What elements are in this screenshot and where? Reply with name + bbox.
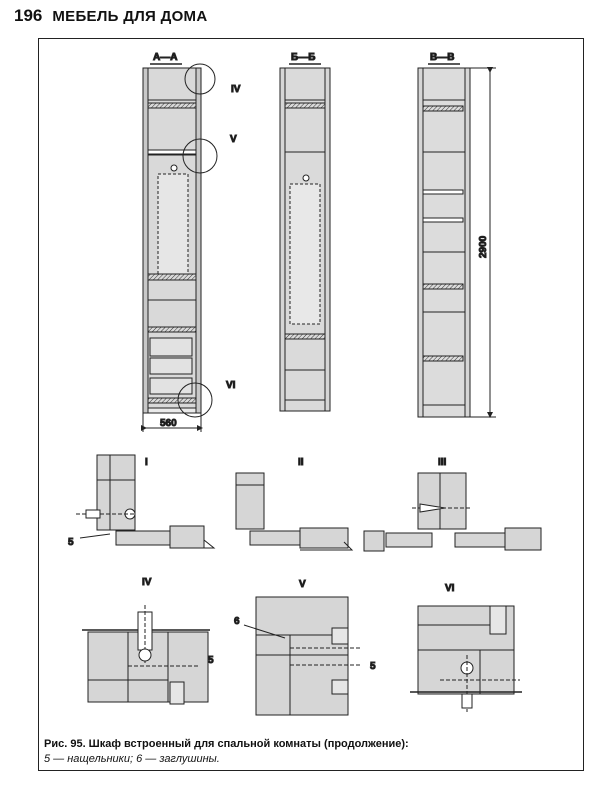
caption-legend: 5 — нащельники; 6 — заглушины. [44,753,220,765]
detail-title-v: V [299,579,306,590]
width-dimension-label: 560 [160,418,177,429]
height-dimension-label: 2900 [478,235,489,258]
detail-vi [410,605,522,712]
callout-6-detail-v: 6 [234,616,240,627]
detail-iv [82,605,210,705]
detail-title-ii: II [298,457,304,468]
section-label-vv: В—В [430,52,454,63]
detail-title-iv: IV [142,577,152,588]
detail-title-i: I [145,457,148,468]
detail-i [76,454,216,549]
page-header: 196 МЕБЕЛЬ ДЛЯ ДОМА [14,6,207,30]
figure-caption: Рис. 95. Шкаф встроенный для спальной ко… [44,737,574,767]
figure-frame [38,38,584,771]
section-aa [141,63,218,432]
callout-5-detail-iv: 5 [208,655,214,666]
caption-figure: Рис. 95. Шкаф встроенный для спальной ко… [44,738,321,750]
detail-marker-v: V [230,134,237,145]
detail-iii [363,472,542,552]
section-bb [279,63,331,412]
section-label-bb: Б—Б [291,52,315,63]
detail-marker-vi: VI [226,380,236,391]
callout-5-detail-i: 5 [68,537,74,548]
running-title: МЕБЕЛЬ ДЛЯ ДОМА [52,8,208,25]
page-number: 196 [14,6,43,25]
detail-title-iii: III [438,457,447,468]
detail-marker-iv: IV [231,84,241,95]
section-label-aa: А—А [153,52,177,63]
detail-ii [235,472,354,551]
callout-5-detail-v: 5 [370,661,376,672]
caption-continuation: (продолжение): [320,738,409,750]
detail-v [243,596,360,716]
detail-title-vi: VI [445,583,455,594]
section-vv [417,63,496,418]
